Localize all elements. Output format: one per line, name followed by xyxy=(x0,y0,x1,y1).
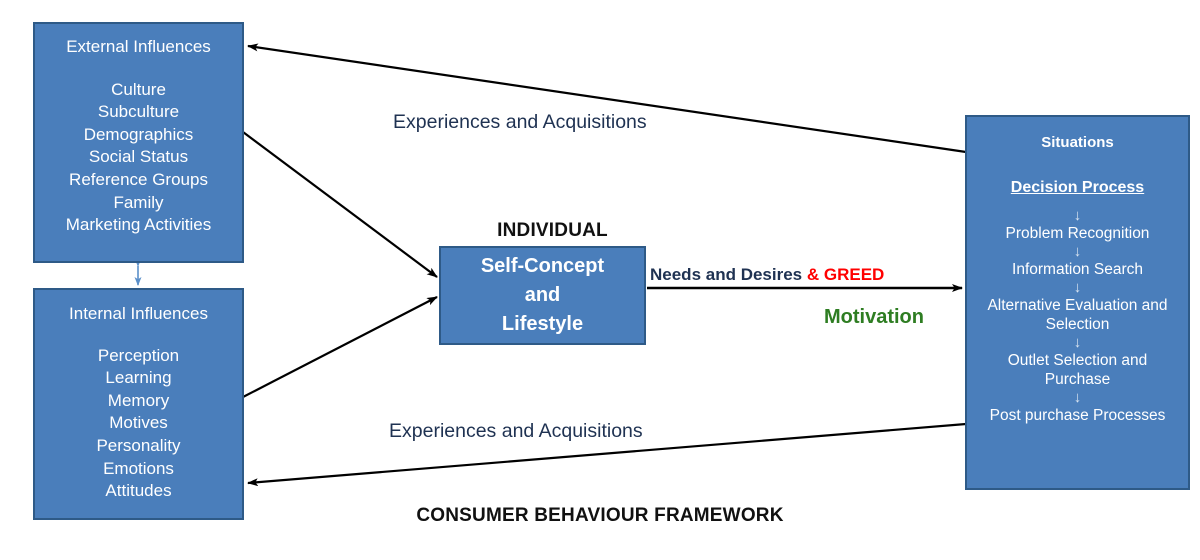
needs-and-desires-text: Needs and Desires xyxy=(650,265,807,284)
experiences-acquisitions-top-label: Experiences and Acquisitions xyxy=(393,111,647,133)
internal-influences-heading: Internal Influences xyxy=(69,304,208,323)
list-item: Motives xyxy=(109,413,168,433)
list-item: Perception xyxy=(97,345,180,365)
self-concept-line: Self-Concept xyxy=(480,255,605,277)
experiences-acquisitions-bottom-label: Experiences and Acquisitions xyxy=(389,420,643,442)
list-item: Social Status xyxy=(88,147,189,167)
list-item: Subculture xyxy=(97,102,180,122)
list-item: Memory xyxy=(107,390,170,410)
external-influences-list: Culture Subculture Demographics Social S… xyxy=(35,79,242,237)
list-item: Culture xyxy=(111,79,166,99)
self-concept-lifestyle-box: Self-Concept and Lifestyle xyxy=(439,246,646,345)
decision-step: Outlet Selection and Purchase xyxy=(1007,352,1148,388)
internal-influences-box: Internal Influences Perception Learning … xyxy=(33,288,244,520)
down-arrow-icon: ↓ xyxy=(1073,243,1082,260)
decision-step: Alternative Evaluation and Selection xyxy=(987,297,1168,333)
list-item: Learning xyxy=(105,368,172,388)
down-arrow-icon: ↓ xyxy=(1073,279,1082,296)
list-item: Attitudes xyxy=(105,481,172,501)
list-item: Marketing Activities xyxy=(65,215,212,235)
decision-process-steps: ↓ Problem Recognition ↓ Information Sear… xyxy=(967,207,1188,425)
decision-step: Information Search xyxy=(1012,261,1143,278)
internal-influences-list: Perception Learning Memory Motives Perso… xyxy=(35,345,242,503)
motivation-label: Motivation xyxy=(824,306,924,328)
arrow-external-to-individual xyxy=(242,131,438,278)
arrow-internal-to-individual xyxy=(242,296,438,398)
list-item: Family xyxy=(113,192,164,212)
situations-box: Situations Decision Process ↓ Problem Re… xyxy=(965,115,1190,490)
greed-text: & GREED xyxy=(806,265,885,284)
self-concept-line: and xyxy=(524,284,561,306)
external-influences-box: External Influences Culture Subculture D… xyxy=(33,22,244,263)
decision-process-subtitle: Decision Process xyxy=(1010,179,1145,196)
decision-step: Problem Recognition xyxy=(1005,225,1150,242)
decision-step: Post purchase Processes xyxy=(989,407,1166,424)
list-item: Emotions xyxy=(103,458,174,478)
page-title: CONSUMER BEHAVIOUR FRAMEWORK xyxy=(416,505,784,526)
down-arrow-icon: ↓ xyxy=(1073,389,1082,406)
list-item: Reference Groups xyxy=(69,169,208,189)
arrow-situations-to-external xyxy=(247,43,967,154)
list-item: Demographics xyxy=(83,124,194,144)
self-concept-text: Self-Concept and Lifestyle xyxy=(481,252,604,339)
down-arrow-icon: ↓ xyxy=(1073,207,1082,224)
self-concept-line: Lifestyle xyxy=(501,313,584,335)
situations-title: Situations xyxy=(1041,134,1114,151)
down-arrow-icon: ↓ xyxy=(1073,334,1082,351)
external-influences-heading: External Influences xyxy=(66,37,211,56)
individual-label: INDIVIDUAL xyxy=(497,220,608,241)
needs-and-desires-label: Needs and Desires & GREED xyxy=(650,265,884,285)
list-item: Personality xyxy=(96,435,181,455)
